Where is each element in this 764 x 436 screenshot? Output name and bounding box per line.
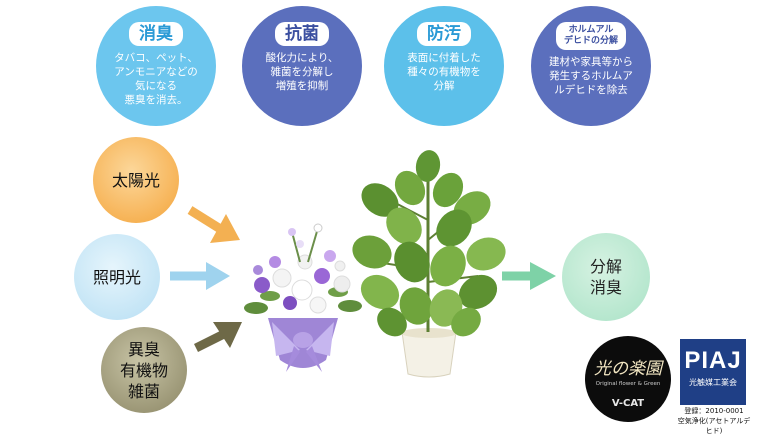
flower-arrangement-image [244, 223, 362, 372]
input-odor: 異臭 有機物 雑菌 [101, 327, 187, 413]
input-room-light: 照明光 [74, 234, 160, 320]
arrow-output-icon [502, 262, 556, 290]
feature-description: 建材や家具等から 発生するホルムア ルデヒドを除去 [549, 56, 633, 96]
output-decompose-deodorize: 分解 消臭 [562, 233, 650, 321]
input-sunlight: 太陽光 [93, 137, 179, 223]
feature-formaldehyde: ホルムアル デヒドの分解 建材や家具等から 発生するホルムア ルデヒドを除去 [531, 6, 651, 126]
piaj-logo-subtitle: 光触媒工業会 [689, 378, 737, 387]
registration-info: 登録：2010-0001 空気浄化(アセトアルデヒド) [676, 406, 752, 436]
vcat-logo: 光の楽園 Original flower & Green V-CAT [585, 336, 671, 422]
arrow-sunlight-icon [187, 206, 240, 243]
feature-description: 酸化力により、 雑菌を分解し 増殖を抑制 [265, 52, 339, 92]
vcat-logo-title: 光の楽園 [594, 359, 662, 379]
feature-description: 表面に付着した 種々の有機物を 分解 [407, 52, 481, 92]
feature-title: ホルムアル デヒドの分解 [555, 22, 626, 50]
piaj-logo: PIAJ 光触媒工業会 [680, 339, 746, 405]
arrow-roomlight-icon [170, 262, 230, 290]
feature-antibacterial: 抗菌 酸化力により、 雑菌を分解し 増殖を抑制 [242, 6, 362, 126]
feature-deodorize: 消臭 タバコ、ペット、 アンモニアなどの 気になる 悪臭を消去。 [96, 6, 216, 126]
arrow-odor-icon [193, 322, 242, 353]
feature-title: 防汚 [417, 22, 471, 46]
feature-title: 消臭 [129, 22, 183, 46]
feature-title: 抗菌 [275, 22, 329, 46]
vcat-logo-brand: V-CAT [611, 398, 645, 409]
feature-antifouling: 防汚 表面に付着した 種々の有機物を 分解 [384, 6, 504, 126]
registration-note: 空気浄化(アセトアルデヒド) [677, 417, 751, 435]
vcat-logo-subtitle: Original flower & Green [595, 381, 661, 387]
piaj-logo-mark: PIAJ [684, 347, 742, 374]
feature-description: タバコ、ペット、 アンモニアなどの 気になる 悪臭を消去。 [114, 52, 198, 106]
registration-number: 登録：2010-0001 [684, 407, 744, 415]
potted-plant-image [352, 150, 506, 378]
